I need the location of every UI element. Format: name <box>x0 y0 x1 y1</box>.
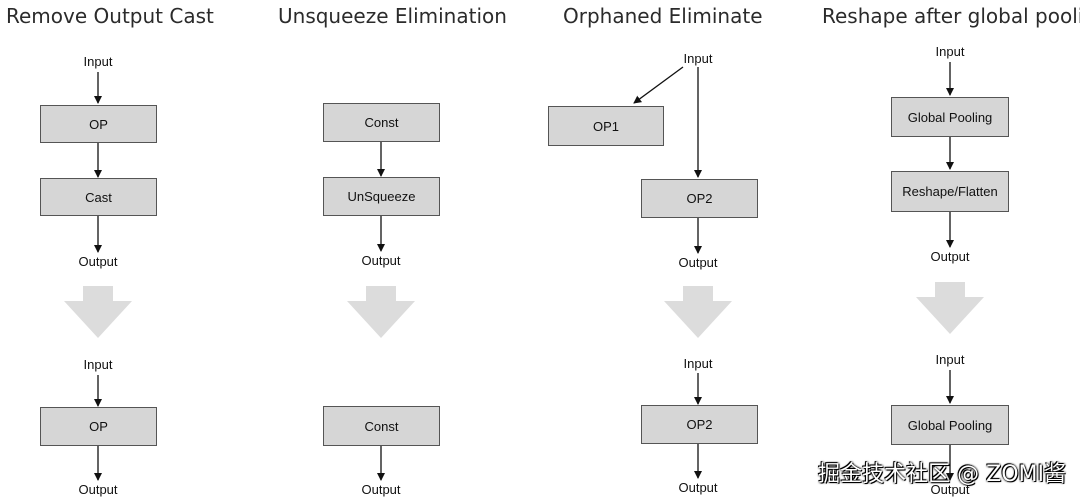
p1-before-cast-node: Cast <box>40 178 157 216</box>
p3-after-output-label: Output <box>678 480 718 495</box>
transform-arrow-p4 <box>916 282 984 334</box>
p4-after-output-label: Output <box>930 482 970 497</box>
edge-p3-input-op1 <box>633 66 684 104</box>
p4-after-input-label: Input <box>935 352 965 367</box>
panel-title-remove-output-cast: Remove Output Cast <box>6 4 214 28</box>
p3-before-input-label: Input <box>683 51 713 66</box>
p3-after-op2-node: OP2 <box>641 405 758 444</box>
p1-before-op-node: OP <box>40 105 157 143</box>
p4-before-output-label: Output <box>930 249 970 264</box>
p1-after-op-node: OP <box>40 407 157 446</box>
p4-after-global-pooling-node: Global Pooling <box>891 405 1009 445</box>
transform-arrow-p3 <box>664 286 732 338</box>
p1-before-output-label: Output <box>78 254 118 269</box>
p1-after-input-label: Input <box>83 357 113 372</box>
p1-after-output-label: Output <box>78 482 118 497</box>
panel-title-orphaned-eliminate: Orphaned Eliminate <box>563 4 763 28</box>
p2-after-const-node: Const <box>323 406 440 446</box>
p2-before-const-node: Const <box>323 103 440 142</box>
p3-before-output-label: Output <box>678 255 718 270</box>
p3-before-op1-node: OP1 <box>548 106 664 146</box>
p4-before-input-label: Input <box>935 44 965 59</box>
p4-before-global-pooling-node: Global Pooling <box>891 97 1009 137</box>
p3-before-op2-node: OP2 <box>641 179 758 218</box>
panel-title-unsqueeze-elimination: Unsqueeze Elimination <box>278 4 507 28</box>
p3-after-input-label: Input <box>683 356 713 371</box>
p2-before-unsqueeze-node: UnSqueeze <box>323 177 440 216</box>
panel-title-reshape-after-global-pooling: Reshape after global pooling <box>822 4 1080 28</box>
p2-after-output-label: Output <box>361 482 401 497</box>
watermark: 掘金技术社区 @ ZOMI酱 <box>818 462 1066 487</box>
p4-before-reshape-flatten-node: Reshape/Flatten <box>891 171 1009 212</box>
transform-arrow-p1 <box>64 286 132 338</box>
p2-before-output-label: Output <box>361 253 401 268</box>
transform-arrow-p2 <box>347 286 415 338</box>
p1-before-input-label: Input <box>83 54 113 69</box>
